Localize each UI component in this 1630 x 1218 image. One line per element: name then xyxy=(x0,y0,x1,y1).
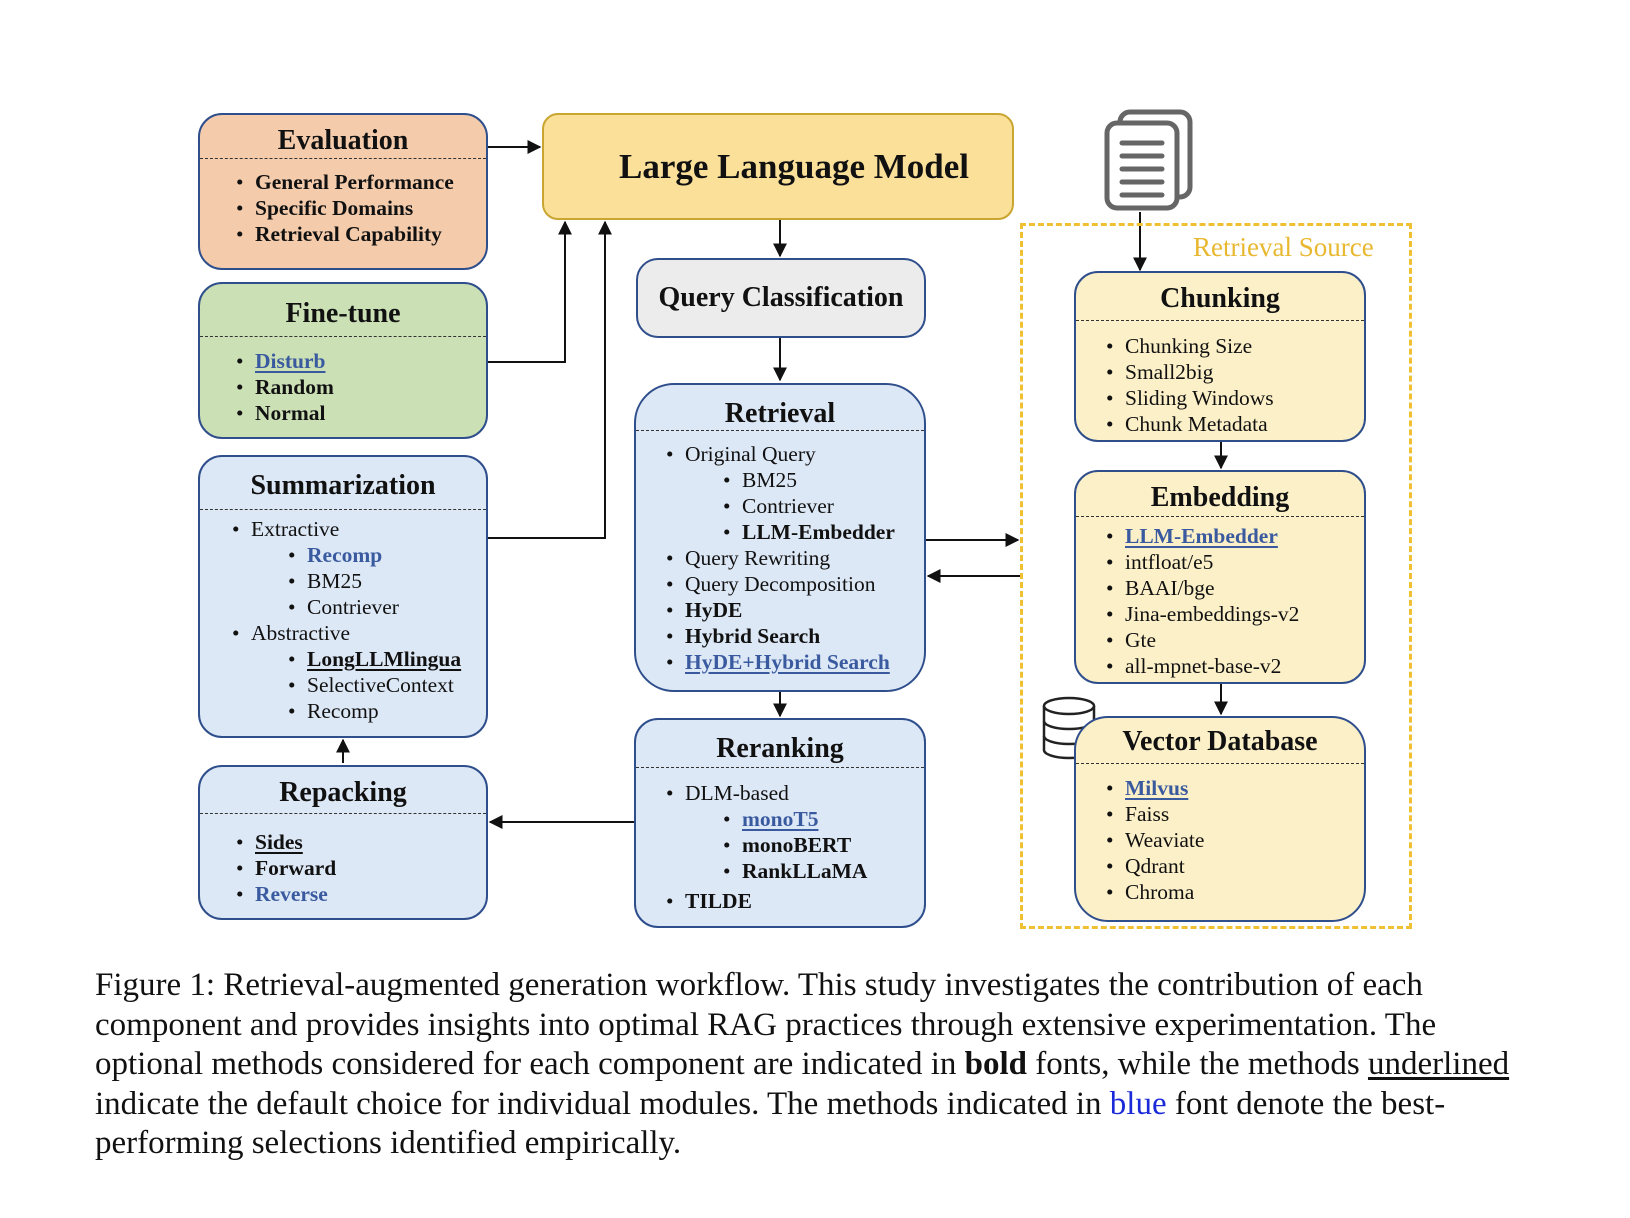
summarization-category: Abstractive xyxy=(232,620,486,646)
chunking-title: Chunking xyxy=(1076,273,1364,321)
summarization-category: Extractive xyxy=(232,516,486,542)
vector-database-item: Weaviate xyxy=(1106,827,1364,853)
vector-database-item: Chroma xyxy=(1106,879,1364,905)
vector-database-title: Vector Database xyxy=(1076,718,1364,764)
repacking-box: Repacking Sides Forward Reverse xyxy=(198,765,488,920)
llm-box: Large Language Model xyxy=(542,113,1014,220)
caption-text: indicate the default choice for individu… xyxy=(95,1085,1110,1122)
documents-icon xyxy=(1104,109,1193,211)
arrow-summarization-to-llm xyxy=(487,220,612,539)
summarization-item: BM25 xyxy=(288,568,486,594)
reranking-title: Reranking xyxy=(636,720,924,768)
retrieval-source-label: Retrieval Source xyxy=(1193,232,1374,262)
caption-text: fonts, while the methods xyxy=(1027,1046,1368,1082)
retrieval-item: Query Rewriting xyxy=(666,545,924,571)
retrieval-item: BM25 xyxy=(723,467,924,493)
chunking-item: Sliding Windows xyxy=(1106,385,1364,411)
embedding-box: Embedding LLM-Embedder intfloat/e5 BAAI/… xyxy=(1074,470,1366,684)
repacking-item: Reverse xyxy=(236,881,486,907)
summarization-box: Summarization Extractive Recomp BM25 Con… xyxy=(198,455,488,738)
caption-underline-word: underlined xyxy=(1367,1046,1510,1082)
summarization-item: LongLLMlingua xyxy=(288,646,486,672)
reranking-item: monoBERT xyxy=(723,832,924,858)
chunking-item: Chunking Size xyxy=(1106,333,1364,359)
finetune-box: Fine-tune Disturb Random Normal xyxy=(198,282,488,439)
caption-blue-word: blue xyxy=(1109,1085,1167,1122)
summarization-item: Contriever xyxy=(288,594,486,620)
summarization-item: Recomp xyxy=(288,542,486,568)
evaluation-list: General Performance Specific Domains Ret… xyxy=(200,159,486,247)
finetune-item: Normal xyxy=(236,400,486,426)
llm-title: Large Language Model xyxy=(619,147,969,186)
retrieval-item: HyDE+Hybrid Search xyxy=(666,649,924,675)
query-classification-box: Query Classification xyxy=(636,258,926,338)
repacking-item: Forward xyxy=(236,855,486,881)
chunking-item: Small2big xyxy=(1106,359,1364,385)
retrieval-category: Original Query xyxy=(666,441,924,467)
retrieval-item: Contriever xyxy=(723,493,924,519)
reranking-box: Reranking DLM-based monoT5 monoBERT Rank… xyxy=(634,718,926,928)
finetune-item: Disturb xyxy=(236,348,486,374)
summarization-item: Recomp xyxy=(288,698,486,724)
summarization-item: SelectiveContext xyxy=(288,672,486,698)
repacking-list: Sides Forward Reverse xyxy=(200,814,486,907)
repacking-title: Repacking xyxy=(200,767,486,814)
chunking-item: Chunk Metadata xyxy=(1106,411,1364,437)
embedding-item: Gte xyxy=(1106,627,1364,653)
chunking-box: Chunking Chunking Size Small2big Sliding… xyxy=(1074,271,1366,442)
embedding-item: LLM-Embedder xyxy=(1106,523,1364,549)
repacking-item: Sides xyxy=(236,829,486,855)
evaluation-title: Evaluation xyxy=(200,115,486,159)
embedding-item: BAAI/bge xyxy=(1106,575,1364,601)
summarization-list: Extractive Recomp BM25 Contriever Abstra… xyxy=(200,510,486,724)
finetune-item: Random xyxy=(236,374,486,400)
reranking-item: TILDE xyxy=(666,888,924,914)
retrieval-item: Query Decomposition xyxy=(666,571,924,597)
summarization-title: Summarization xyxy=(200,457,486,510)
embedding-item: Jina-embeddings-v2 xyxy=(1106,601,1364,627)
retrieval-item: Hybrid Search xyxy=(666,623,924,649)
retrieval-box: Retrieval Original Query BM25 Contriever… xyxy=(634,383,926,692)
vector-database-item: Qdrant xyxy=(1106,853,1364,879)
vector-database-item: Milvus xyxy=(1106,775,1364,801)
retrieval-list: Original Query BM25 Contriever LLM-Embed… xyxy=(636,431,924,675)
query-classification-title: Query Classification xyxy=(658,282,904,313)
embedding-item: intfloat/e5 xyxy=(1106,549,1364,575)
vector-database-item: Faiss xyxy=(1106,801,1364,827)
evaluation-item: Specific Domains xyxy=(236,195,486,221)
vector-database-list: Milvus Faiss Weaviate Qdrant Chroma xyxy=(1076,764,1364,905)
reranking-category: DLM-based xyxy=(666,780,924,806)
figure-caption: Figure 1: Retrieval-augmented generation… xyxy=(95,966,1520,1164)
caption-bold-word: bold xyxy=(964,1046,1027,1082)
evaluation-box: Evaluation General Performance Specific … xyxy=(198,113,488,270)
evaluation-item: General Performance xyxy=(236,169,486,195)
retrieval-source-frame xyxy=(1020,223,1412,929)
retrieval-item: HyDE xyxy=(666,597,924,623)
embedding-title: Embedding xyxy=(1076,472,1364,517)
finetune-title: Fine-tune xyxy=(200,284,486,337)
reranking-list: DLM-based monoT5 monoBERT RankLLaMA TILD… xyxy=(636,768,924,914)
arrow-finetune-to-llm xyxy=(487,220,572,363)
reranking-item: RankLLaMA xyxy=(723,858,924,884)
chunking-list: Chunking Size Small2big Sliding Windows … xyxy=(1076,321,1364,437)
embedding-list: LLM-Embedder intfloat/e5 BAAI/bge Jina-e… xyxy=(1076,517,1364,679)
retrieval-title: Retrieval xyxy=(636,385,924,431)
caption-text: Figure 1: Retrieval-augmented generation… xyxy=(95,967,1437,1082)
vector-database-box: Vector Database Milvus Faiss Weaviate Qd… xyxy=(1074,716,1366,922)
caption-text: font denote the best-performing selectio… xyxy=(95,1085,1446,1162)
reranking-item: monoT5 xyxy=(723,806,924,832)
finetune-list: Disturb Random Normal xyxy=(200,337,486,426)
embedding-item: all-mpnet-base-v2 xyxy=(1106,653,1364,679)
retrieval-item: LLM-Embedder xyxy=(723,519,924,545)
evaluation-item: Retrieval Capability xyxy=(236,221,486,247)
